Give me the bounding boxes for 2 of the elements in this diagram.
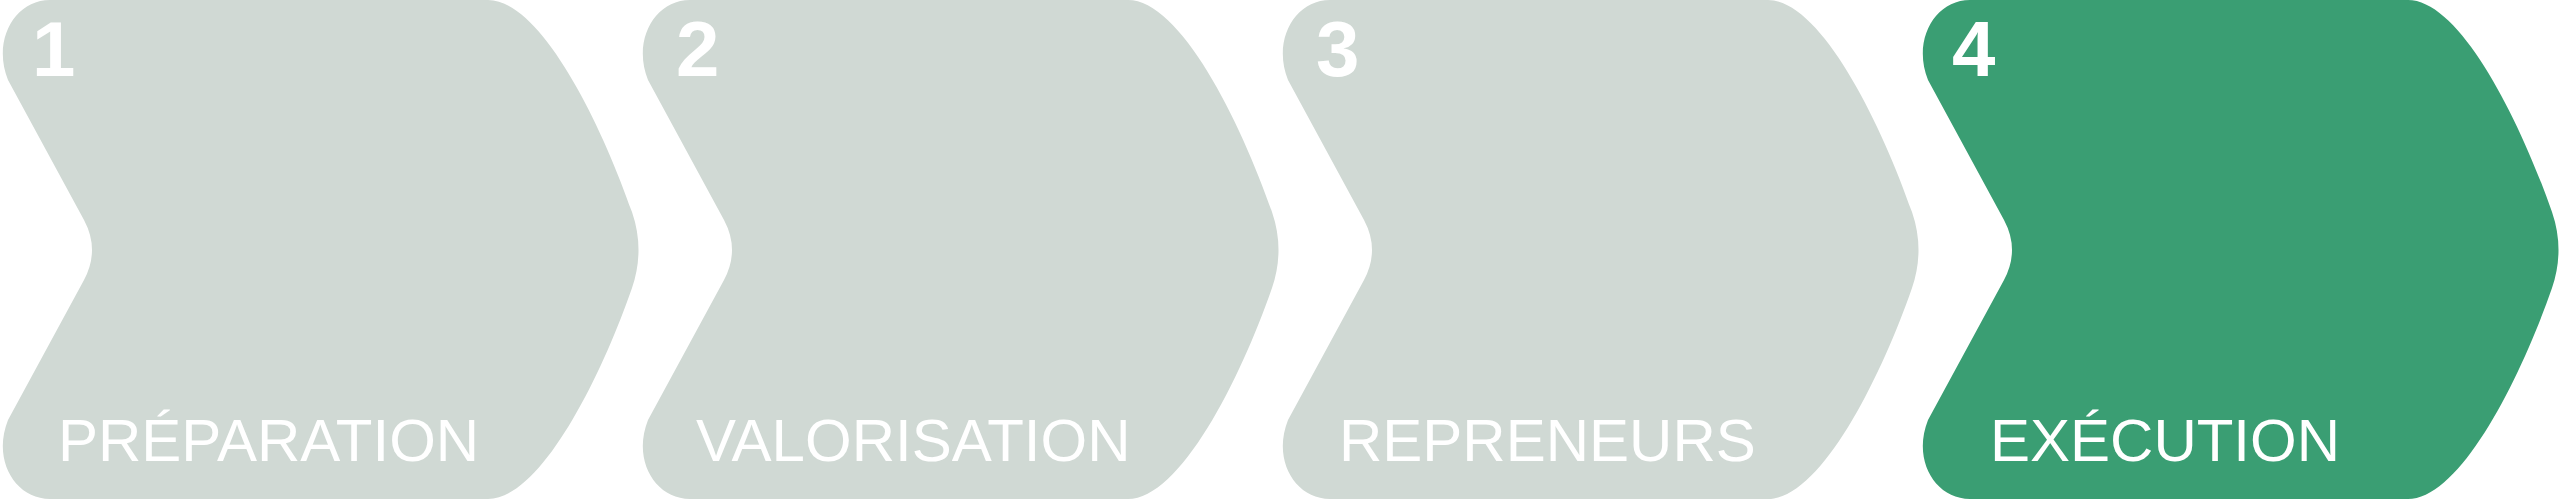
- step-label: EXÉCUTION: [1990, 411, 2341, 471]
- step-number: 4: [1952, 10, 1996, 88]
